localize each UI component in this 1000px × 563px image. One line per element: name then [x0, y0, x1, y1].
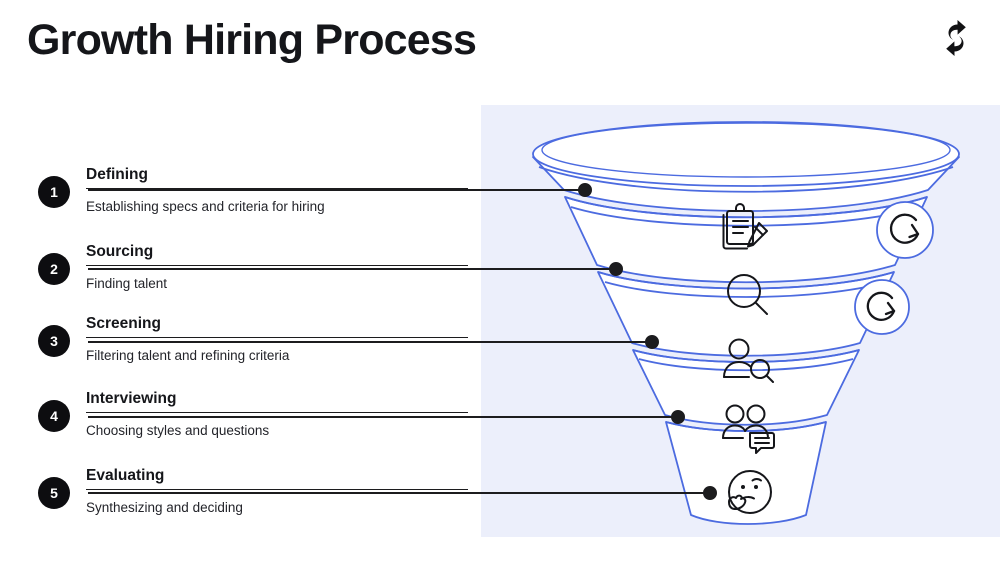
step-body-3: Screening Filtering talent and refining …	[86, 314, 468, 365]
thinking-face-icon	[728, 470, 772, 514]
step-description-4: Choosing styles and questions	[86, 423, 270, 439]
step-body-1: Defining Establishing specs and criteria…	[86, 165, 468, 216]
step-number-badge-5: 5	[38, 477, 70, 509]
two-people-chat-icon	[722, 404, 775, 454]
step-description-2: Finding talent	[86, 276, 168, 292]
magnifying-glass-icon	[727, 274, 768, 315]
step-number-badge-1: 1	[38, 176, 70, 208]
step-body-5: Evaluating Synthesizing and deciding	[86, 466, 468, 517]
step-body-2: Sourcing Finding talent	[86, 242, 468, 293]
step-title-1: Defining	[86, 166, 148, 183]
step-rule-4	[86, 412, 468, 414]
step-title-2: Sourcing	[86, 243, 154, 260]
step-title-4: Interviewing	[86, 390, 177, 407]
funnel-segment-3	[597, 271, 895, 357]
step-rule-5	[86, 489, 468, 491]
step-number-badge-4: 4	[38, 400, 70, 432]
refresh-loop-badge-2	[854, 279, 910, 335]
step-number-badge-2: 2	[38, 253, 70, 285]
double-swoosh-logo-icon	[932, 16, 980, 60]
step-title-5: Evaluating	[86, 467, 165, 484]
step-rule-1	[86, 188, 468, 190]
funnel-segment-2	[564, 196, 928, 284]
step-body-4: Interviewing Choosing styles and questio…	[86, 389, 468, 440]
funnel-top-rim	[532, 121, 960, 187]
step-description-3: Filtering talent and refining criteria	[86, 348, 290, 364]
funnel-segment-5	[665, 421, 827, 525]
refresh-loop-badge-1	[876, 201, 934, 259]
clipboard-pencil-icon	[722, 203, 768, 250]
person-search-icon	[723, 338, 774, 383]
page-title: Growth Hiring Process	[27, 16, 477, 64]
step-description-5: Synthesizing and deciding	[86, 500, 243, 516]
step-description-1: Establishing specs and criteria for hiri…	[86, 199, 325, 215]
step-rule-2	[86, 265, 468, 267]
hiring-funnel-diagram: .fstroke { fill:#ffffff; stroke:#4c6be0;…	[481, 100, 1000, 545]
process-steps-list: 1 Defining Establishing specs and criter…	[0, 0, 481, 563]
step-number-badge-3: 3	[38, 325, 70, 357]
step-title-3: Screening	[86, 315, 161, 332]
step-rule-3	[86, 337, 468, 339]
funnel-segment-4	[632, 349, 860, 426]
